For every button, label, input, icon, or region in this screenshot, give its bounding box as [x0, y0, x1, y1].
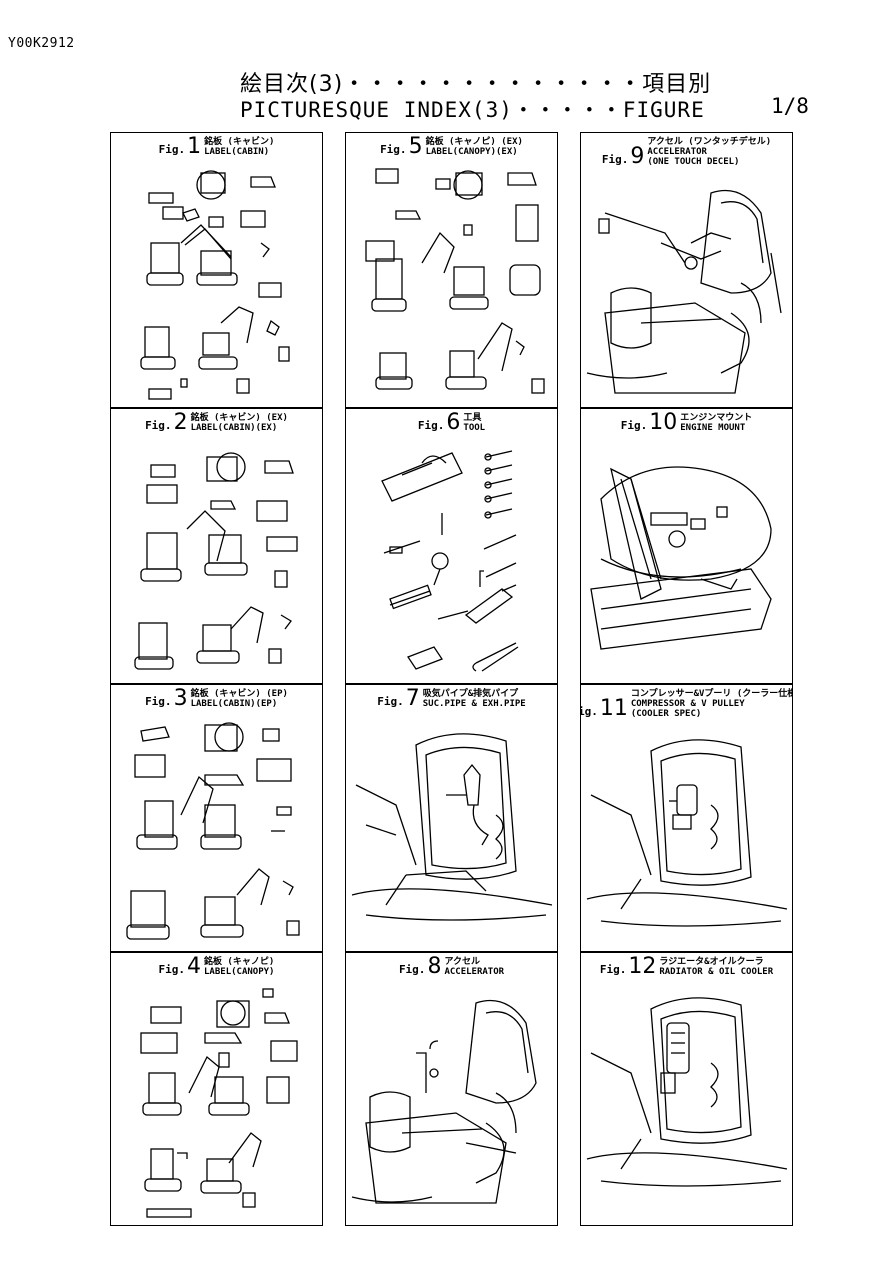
- label-english: COMPRESSOR & V PULLEY: [630, 699, 745, 709]
- fig-number: 10: [649, 410, 678, 435]
- fig-prefix: Fig.: [158, 963, 186, 976]
- figure-panel-5[interactable]: Fig. 5 銘板 (キャノピ) (EX)LABEL(CANOPY)(EX): [345, 132, 558, 408]
- label-japanese: 吸気パイプ&排気パイプ: [422, 689, 519, 699]
- label-layout-illustration: [140, 988, 298, 1218]
- fig-number: 5: [408, 134, 423, 159]
- label-japanese: 工具: [463, 413, 482, 423]
- fig-prefix: Fig.: [145, 419, 172, 432]
- label-english-sub: (COOLER SPEC): [630, 709, 702, 719]
- page-number: 1/8: [771, 94, 809, 118]
- figure-panel-9[interactable]: Fig. 9 アクセル (ワンタッチデセル)ACCELERATOR(ONE TO…: [580, 132, 793, 408]
- page-title-english: PICTURESQUE INDEX(3)・・・・・FIGURE: [240, 98, 705, 122]
- fig-number: 3: [173, 686, 188, 711]
- label-english: LABEL(CANOPY)(EX): [425, 147, 518, 157]
- fig-prefix: Fig.: [581, 705, 598, 718]
- fig-prefix: Fig.: [377, 695, 404, 708]
- figure-caption: Fig. 3 銘板 (キャビン) (EP)LABEL(CABIN)(EP): [111, 686, 322, 711]
- engine-mount-illustration: [590, 466, 772, 650]
- label-layout-illustration: [365, 168, 545, 394]
- label-english: LABEL(CABIN)(EX): [190, 423, 278, 433]
- label-english: LABEL(CABIN)(EP): [190, 699, 278, 709]
- label-japanese: 銘板 (キャノピ) (EX): [425, 137, 523, 147]
- tool-illustration: [381, 450, 519, 672]
- label-japanese: 銘板 (キャビン) (EP): [190, 689, 288, 699]
- accelerator-illustration: [586, 189, 782, 394]
- fig-prefix: Fig.: [158, 143, 186, 156]
- fig-number: 7: [405, 686, 420, 711]
- label-english: TOOL: [463, 423, 486, 433]
- label-english: ACCELERATOR: [647, 147, 707, 157]
- label-japanese: 銘板 (キャビン) (EX): [190, 413, 288, 423]
- figure-caption: Fig. 5 銘板 (キャノピ) (EX)LABEL(CANOPY)(EX): [346, 134, 557, 159]
- fig-number: 11: [599, 696, 628, 721]
- label-english-sub: (ONE TOUCH DECEL): [647, 157, 740, 167]
- label-english: RADIATOR & OIL COOLER: [659, 967, 774, 977]
- label-japanese: 銘板 (キャノピ): [204, 957, 275, 967]
- label-english: LABEL(CANOPY): [204, 967, 275, 977]
- fig-number: 8: [427, 954, 442, 979]
- compressor-illustration: [586, 739, 788, 927]
- page-title-japanese: 絵目次(3)・・・・・・・・・・・・・項目別: [240, 72, 712, 97]
- label-english: SUC.PIPE & EXH.PIPE: [422, 699, 526, 709]
- fig-number: 6: [446, 410, 461, 435]
- label-japanese: エンジンマウント: [680, 413, 753, 423]
- label-english: ENGINE MOUNT: [680, 423, 746, 433]
- label-japanese: アクセル: [444, 957, 480, 967]
- label-japanese: 銘板 (キャビン): [204, 137, 275, 147]
- fig-prefix: Fig.: [417, 419, 445, 432]
- fig-number: 12: [628, 954, 657, 979]
- label-english: LABEL(CABIN): [204, 147, 270, 157]
- figure-caption: Fig. 4 銘板 (キャノピ)LABEL(CANOPY): [111, 954, 322, 979]
- fig-prefix: Fig.: [145, 695, 172, 708]
- figure-caption: Fig. 2 銘板 (キャビン) (EX)LABEL(CABIN)(EX): [111, 410, 322, 435]
- label-japanese: ラジエータ&オイルクーラ: [659, 957, 764, 967]
- label-layout-illustration: [134, 452, 298, 670]
- figure-panel-11[interactable]: Fig. 11 コンプレッサー&Vプーリ (クーラー仕様)COMPRESSOR …: [580, 684, 793, 952]
- radiator-illustration: [586, 997, 788, 1187]
- figure-caption: Fig. 1 銘板 (キャビン)LABEL(CABIN): [111, 134, 322, 159]
- fig-prefix: Fig.: [620, 419, 648, 432]
- label-english: ACCELERATOR: [444, 967, 505, 977]
- document-id: Y00K2912: [8, 36, 75, 51]
- label-japanese: コンプレッサー&Vプーリ (クーラー仕様): [630, 689, 793, 699]
- figure-panel-3[interactable]: Fig. 3 銘板 (キャビン) (EP)LABEL(CABIN)(EP): [110, 684, 323, 952]
- figure-caption: Fig. 11 コンプレッサー&Vプーリ (クーラー仕様)COMPRESSOR …: [581, 689, 793, 721]
- fig-number: 2: [173, 410, 188, 435]
- fig-prefix: Fig.: [398, 963, 426, 976]
- label-japanese: アクセル (ワンタッチデセル): [647, 137, 772, 147]
- figure-panel-2[interactable]: Fig. 2 銘板 (キャビン) (EX)LABEL(CABIN)(EX): [110, 408, 323, 684]
- accelerator-illustration: [351, 999, 537, 1204]
- figure-caption: Fig. 9 アクセル (ワンタッチデセル)ACCELERATOR(ONE TO…: [581, 137, 792, 169]
- figure-panel-1[interactable]: Fig. 1 銘板 (キャビン)LABEL(CABIN): [110, 132, 323, 408]
- fig-prefix: Fig.: [599, 963, 627, 976]
- fig-number: 1: [187, 134, 202, 159]
- label-layout-illustration: [140, 170, 290, 400]
- fig-number: 4: [187, 954, 202, 979]
- intake-exhaust-pipe-illustration: [351, 733, 553, 921]
- label-layout-illustration: [126, 722, 300, 940]
- figure-panel-4[interactable]: Fig. 4 銘板 (キャノピ)LABEL(CANOPY): [110, 952, 323, 1226]
- fig-prefix: Fig.: [380, 143, 407, 156]
- fig-number: 9: [630, 144, 645, 169]
- fig-prefix: Fig.: [601, 153, 629, 166]
